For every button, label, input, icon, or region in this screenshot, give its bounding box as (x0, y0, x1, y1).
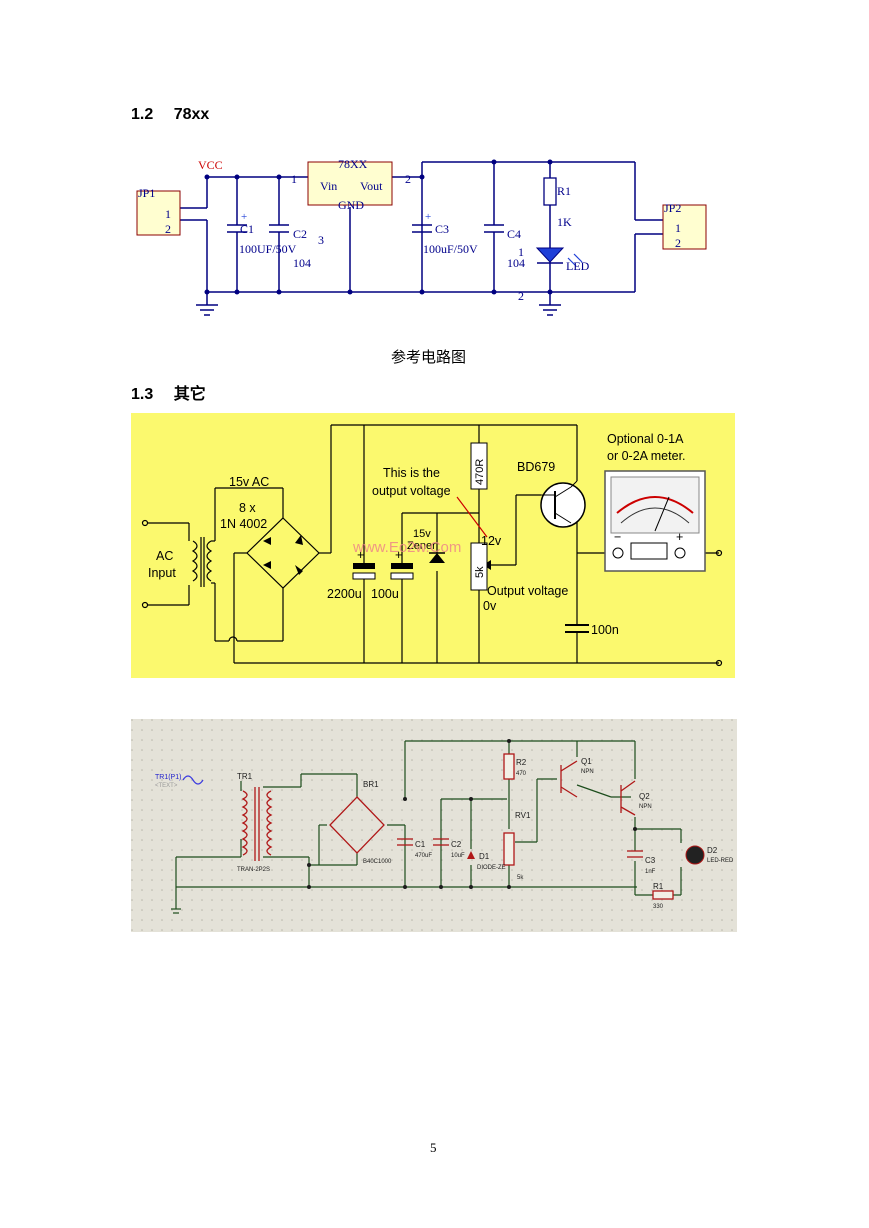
svg-text:2: 2 (518, 289, 524, 303)
svg-text:10uF: 10uF (451, 853, 465, 859)
section-heading-1-2: 1.2 78xx (131, 106, 209, 124)
svg-text:5k: 5k (517, 875, 524, 881)
svg-text:2: 2 (405, 172, 411, 186)
section-number: 1.3 (131, 386, 154, 403)
svg-text:12v: 12v (481, 534, 502, 548)
svg-text:470R: 470R (474, 459, 486, 485)
section-heading-1-3: 1.3 其它 (131, 380, 206, 404)
svg-text:+: + (395, 548, 402, 562)
svg-text:RV1: RV1 (515, 811, 531, 820)
svg-text:TRAN-2P2S: TRAN-2P2S (237, 867, 270, 873)
svg-text:LED-RED: LED-RED (707, 858, 734, 864)
svg-text:AC: AC (156, 549, 173, 563)
svg-text:TR1: TR1 (237, 772, 253, 781)
section-number: 1.2 (131, 106, 154, 123)
svg-text:Output voltage: Output voltage (487, 584, 568, 598)
svg-text:1: 1 (165, 207, 171, 221)
svg-text:Vout: Vout (360, 179, 383, 193)
svg-text:Q2: Q2 (639, 792, 650, 801)
svg-text:2: 2 (165, 222, 171, 236)
section-title: 78xx (173, 106, 210, 123)
svg-text:BR1: BR1 (363, 780, 379, 789)
svg-text:C3: C3 (435, 222, 449, 236)
svg-text:Zener: Zener (407, 540, 436, 552)
svg-text:R1: R1 (557, 184, 571, 198)
svg-text:3: 3 (318, 233, 324, 247)
resistor-r1 (543, 177, 557, 206)
svg-text:C3: C3 (645, 856, 656, 865)
svg-text:15v AC: 15v AC (229, 475, 269, 489)
section-title: 其它 (173, 386, 206, 403)
svg-text:D2: D2 (707, 846, 718, 855)
svg-text:D1: D1 (479, 852, 490, 861)
svg-text:R2: R2 (516, 758, 527, 767)
svg-text:or 0-2A meter.: or 0-2A meter. (607, 449, 686, 463)
svg-text:5k: 5k (474, 566, 486, 578)
svg-text:330: 330 (653, 904, 664, 910)
svg-text:2200u: 2200u (327, 587, 362, 601)
svg-text:LED: LED (566, 259, 590, 273)
led-symbol (535, 247, 565, 263)
svg-text:C4: C4 (507, 227, 521, 241)
jp1-label: JP1 (138, 186, 155, 200)
figure-proteus-schematic: TR1(P1) <TEXT> TR1 TRAN-2P2S BR1 B40C100… (131, 719, 737, 932)
svg-text:<TEXT>: <TEXT> (155, 783, 178, 789)
figure-power-supply-schematic: AC Input 15v AC 8 x 1N 4002 This is the … (131, 413, 735, 678)
svg-text:1: 1 (518, 245, 524, 259)
svg-text:Vin: Vin (320, 179, 337, 193)
jp2-connector (662, 204, 707, 250)
svg-text:Input: Input (148, 566, 176, 580)
svg-text:100uF/50V: 100uF/50V (423, 242, 478, 256)
svg-text:+: + (241, 211, 247, 223)
svg-text:104: 104 (507, 256, 525, 270)
svg-text:1nF: 1nF (645, 869, 656, 875)
jp1-connector (136, 190, 181, 236)
svg-text:470uF: 470uF (415, 853, 432, 859)
svg-text:Optional 0-1A: Optional 0-1A (607, 432, 684, 446)
svg-text:1: 1 (291, 172, 297, 186)
figure-78xx-schematic: VCC JP1 1 2 JP2 1 2 78XX Vin Vout GND 1 … (136, 157, 707, 316)
svg-text:100n: 100n (591, 623, 619, 637)
svg-text:1N 4002: 1N 4002 (220, 517, 267, 531)
svg-text:Q1: Q1 (581, 757, 592, 766)
svg-text:NPN: NPN (639, 804, 652, 810)
svg-text:C2: C2 (451, 840, 462, 849)
regulator-78xx (307, 161, 393, 206)
svg-text:470: 470 (516, 771, 527, 777)
svg-text:100u: 100u (371, 587, 399, 601)
svg-text:+: + (425, 211, 431, 223)
vcc-label: VCC (198, 158, 223, 172)
svg-text:104: 104 (293, 256, 311, 270)
svg-text:−: − (614, 530, 621, 544)
svg-text:C2: C2 (293, 227, 307, 241)
svg-text:GND: GND (338, 198, 364, 212)
svg-text:This is the: This is the (383, 466, 440, 480)
svg-text:1K: 1K (557, 215, 572, 229)
svg-text:2: 2 (675, 236, 681, 250)
svg-text:1: 1 (675, 221, 681, 235)
svg-text:R1: R1 (653, 882, 664, 891)
svg-text:output voltage: output voltage (372, 484, 451, 498)
svg-text:TR1(P1): TR1(P1) (155, 774, 181, 781)
svg-text:100UF/50V: 100UF/50V (239, 242, 297, 256)
svg-text:8 x: 8 x (239, 501, 256, 515)
svg-text:0v: 0v (483, 599, 497, 613)
svg-text:15v: 15v (413, 528, 431, 540)
svg-text:NPN: NPN (581, 769, 594, 775)
svg-text:B40C1000: B40C1000 (363, 859, 392, 865)
svg-text:+: + (676, 530, 683, 544)
reg-title: 78XX (338, 157, 368, 171)
jp2-label: JP2 (664, 201, 681, 215)
svg-text:C1: C1 (240, 222, 254, 236)
svg-text:C1: C1 (415, 840, 426, 849)
svg-text:BD679: BD679 (517, 460, 555, 474)
figure-caption: 参考电路图 (391, 348, 467, 366)
page-number: 5 (430, 1140, 437, 1155)
watermark: www.Eo2w.Com (352, 539, 461, 556)
svg-text:DIODE-ZE: DIODE-ZE (477, 865, 506, 871)
svg-text:+: + (357, 548, 364, 562)
